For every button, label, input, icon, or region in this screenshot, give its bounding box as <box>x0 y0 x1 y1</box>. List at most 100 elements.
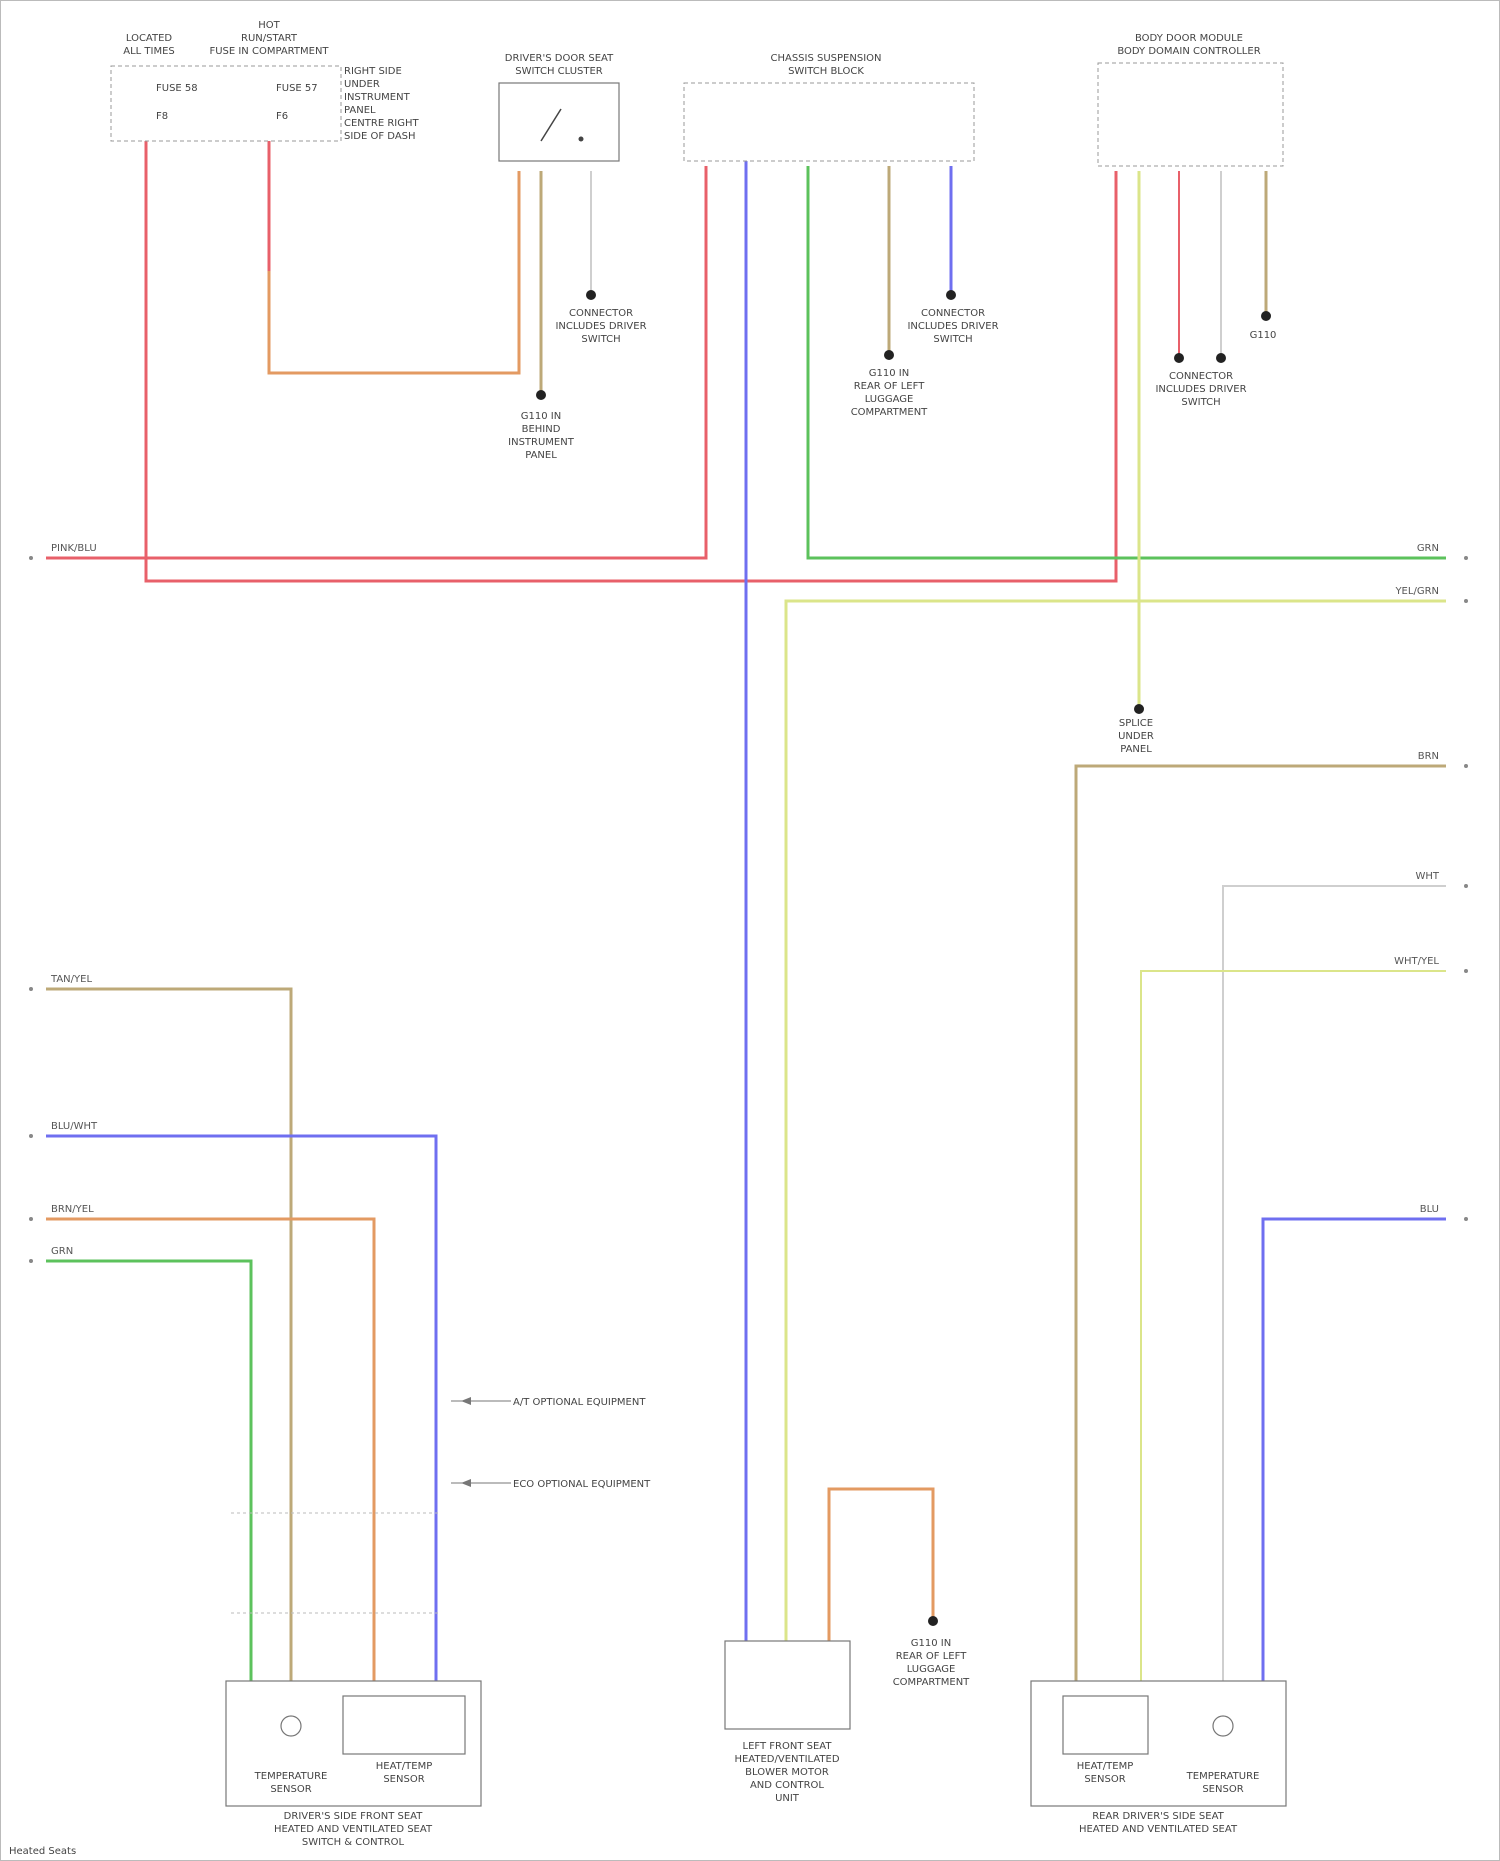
terminal-dot <box>29 1134 33 1138</box>
ground4-l0: G110 <box>1250 330 1277 341</box>
ground6-l3: COMPARTMENT <box>851 407 928 418</box>
wire-pink-fuse <box>146 141 1116 581</box>
door-switch-title2: SWITCH CLUSTER <box>515 66 603 77</box>
arrow-icon <box>461 1479 471 1487</box>
terminal-dot <box>1464 556 1468 560</box>
label-orange-left: BRN/YEL <box>51 1204 94 1215</box>
label-green-left: GRN <box>51 1246 73 1257</box>
ground3-l0: CONNECTOR <box>1169 371 1233 382</box>
ground6-l0: G110 IN <box>869 368 909 379</box>
bl-heat-0: HEAT/TEMP <box>376 1761 432 1772</box>
chassis-title1: CHASSIS SUSPENSION <box>770 53 881 64</box>
wire-blue-right <box>1263 1219 1446 1681</box>
ground5-l2: INSTRUMENT <box>508 437 575 448</box>
bc-title-0: LEFT FRONT SEAT <box>743 1741 833 1752</box>
arrow-icon <box>461 1397 471 1405</box>
ground7-l2: LUGGAGE <box>907 1664 956 1675</box>
fuse-box: LOCATED ALL TIMES FUSE 58 F8 HOT RUN/STA… <box>111 20 420 142</box>
label-yellow2-right: WHT/YEL <box>1394 956 1439 967</box>
fuse-box2-title1: HOT <box>258 20 280 31</box>
fuse-box-pin2: F8 <box>156 111 168 122</box>
wire-yellow-right <box>786 601 1446 1641</box>
splice-l0: SPLICE <box>1119 718 1153 729</box>
switch-terminal-icon <box>579 137 584 142</box>
fuse-note-0: RIGHT SIDE <box>344 66 402 77</box>
br-temp-0: HEAT/TEMP <box>1077 1761 1133 1772</box>
bl-title1: DRIVER'S SIDE FRONT SEAT <box>284 1811 424 1822</box>
ground2-l2: SWITCH <box>933 334 972 345</box>
ground3-l1: INCLUDES DRIVER <box>1155 384 1246 395</box>
wire-white-right <box>1223 886 1446 1681</box>
wire-orange-fuse2 <box>269 171 519 373</box>
fuse-box-title2: ALL TIMES <box>123 46 175 57</box>
terminal-dot <box>29 1259 33 1263</box>
terminal-markers <box>29 556 1468 1263</box>
chassis-switch-block: CHASSIS SUSPENSION SWITCH BLOCK <box>684 53 974 161</box>
ground-icon <box>1174 353 1184 363</box>
label-blue-right: BLU <box>1420 1204 1439 1215</box>
bottom-left-seat: TEMPERATURE SENSOR HEAT/TEMP SENSOR DRIV… <box>226 1681 481 1848</box>
fuse-box-title1: LOCATED <box>126 33 173 44</box>
bl-heat-1: SENSOR <box>383 1774 424 1785</box>
connector-notes: A/T OPTIONAL EQUIPMENT ECO OPTIONAL EQUI… <box>231 1397 1500 1613</box>
br-title2: HEATED AND VENTILATED SEAT <box>1079 1824 1238 1835</box>
bl-temp-1: SENSOR <box>270 1784 311 1795</box>
ground6-l1: REAR OF LEFT <box>854 381 926 392</box>
ground-icon <box>884 350 894 360</box>
bl-temp-0: TEMPERATURE <box>254 1771 328 1782</box>
connector-note-1: A/T OPTIONAL EQUIPMENT <box>513 1397 646 1408</box>
door-switch-title1: DRIVER'S DOOR SEAT <box>505 53 614 64</box>
label-white-right: WHT <box>1415 871 1439 882</box>
label-tan-left: TAN/YEL <box>50 974 92 985</box>
fuse-note: RIGHT SIDE UNDER INSTRUMENT PANEL CENTRE… <box>344 66 420 142</box>
footer-caption: Heated Seats <box>9 1846 76 1857</box>
ground-icon <box>1261 311 1271 321</box>
ground3-l2: SWITCH <box>1181 397 1220 408</box>
terminal-dot <box>29 1217 33 1221</box>
wire-yellow2-right <box>1141 971 1446 1681</box>
bl-title2: HEATED AND VENTILATED SEAT <box>274 1824 433 1835</box>
ground-icon <box>586 290 596 300</box>
bottom-right-seat: HEAT/TEMP SENSOR TEMPERATURE SENSOR REAR… <box>1031 1681 1286 1835</box>
splice-l1: UNDER <box>1118 731 1154 742</box>
temperature-sensor-icon <box>1213 1716 1233 1736</box>
body-title2: BODY DOMAIN CONTROLLER <box>1117 46 1260 57</box>
ground7-l0: G110 IN <box>911 1638 951 1649</box>
wire-green-right <box>808 166 1446 558</box>
ground-icon <box>946 290 956 300</box>
ground2-l1: INCLUDES DRIVER <box>907 321 998 332</box>
fuse-box2-title3: FUSE IN COMPARTMENT <box>209 46 329 57</box>
bc-title-2: BLOWER MOTOR <box>745 1767 829 1778</box>
label-pink-left: PINK/BLU <box>51 543 97 554</box>
bl-title3: SWITCH & CONTROL <box>302 1837 405 1848</box>
br-heat-1: SENSOR <box>1202 1784 1243 1795</box>
label-tan-right: BRN <box>1418 751 1439 762</box>
terminal-dot <box>1464 1217 1468 1221</box>
wire-tan-left <box>46 989 291 1681</box>
ground5-l0: G110 IN <box>521 411 561 422</box>
splice-icon <box>1134 704 1144 714</box>
wire-orange-center <box>829 1489 933 1641</box>
bc-title-1: HEATED/VENTILATED <box>734 1754 839 1765</box>
ground1-l1: INCLUDES DRIVER <box>555 321 646 332</box>
ground1-l2: SWITCH <box>581 334 620 345</box>
terminal-dot <box>29 987 33 991</box>
fuse-box2-title2: RUN/START <box>241 33 298 44</box>
ground2-l0: CONNECTOR <box>921 308 985 319</box>
ground1-l0: CONNECTOR <box>569 308 633 319</box>
bottom-center-blower: LEFT FRONT SEAT HEATED/VENTILATED BLOWER… <box>725 1641 850 1804</box>
terminal-dot <box>29 556 33 560</box>
ground-icon <box>536 390 546 400</box>
br-title1: REAR DRIVER'S SIDE SEAT <box>1092 1811 1224 1822</box>
terminal-dot <box>1464 599 1468 603</box>
label-blue-left: BLU/WHT <box>51 1121 98 1132</box>
splice-l2: PANEL <box>1120 744 1152 755</box>
body-domain-controller: BODY DOOR MODULE BODY DOMAIN CONTROLLER <box>1098 33 1283 166</box>
terminal-dot <box>1464 764 1468 768</box>
fuse-note-1: UNDER <box>344 79 380 90</box>
fuse-box2-pin1: FUSE 57 <box>276 83 318 94</box>
fuse-note-3: PANEL <box>344 105 376 116</box>
terminal-dot <box>1464 969 1468 973</box>
